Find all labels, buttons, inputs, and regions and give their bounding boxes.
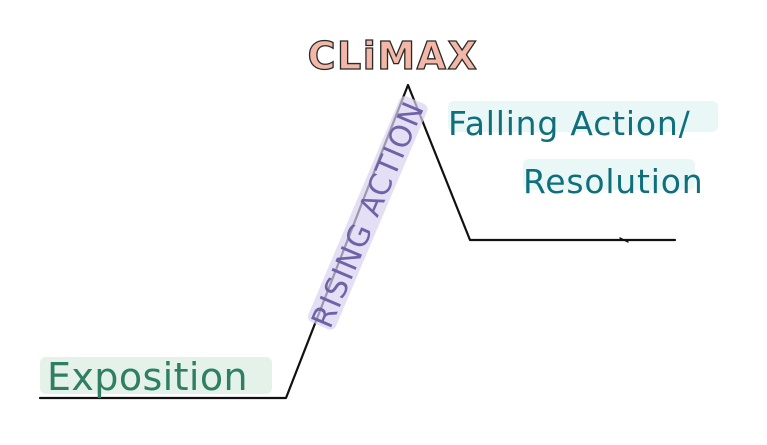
rising-action-highlight: [307, 96, 428, 330]
falling-action-highlight-2: [523, 159, 695, 190]
resolution-line-tick: [619, 237, 629, 243]
climax-label: CLiMAX: [308, 34, 479, 78]
exposition-label: Exposition: [47, 355, 248, 399]
falling-action-line-1: Falling Action/: [448, 104, 691, 143]
plot-line: [38, 83, 677, 400]
falling-action-line-2: Resolution: [523, 162, 703, 201]
falling-action-highlight-1: [448, 101, 718, 132]
exposition-highlight: [40, 357, 272, 394]
rising-action-group: RISING ACTION: [305, 96, 432, 333]
rising-action-label: RISING ACTION: [305, 96, 432, 333]
